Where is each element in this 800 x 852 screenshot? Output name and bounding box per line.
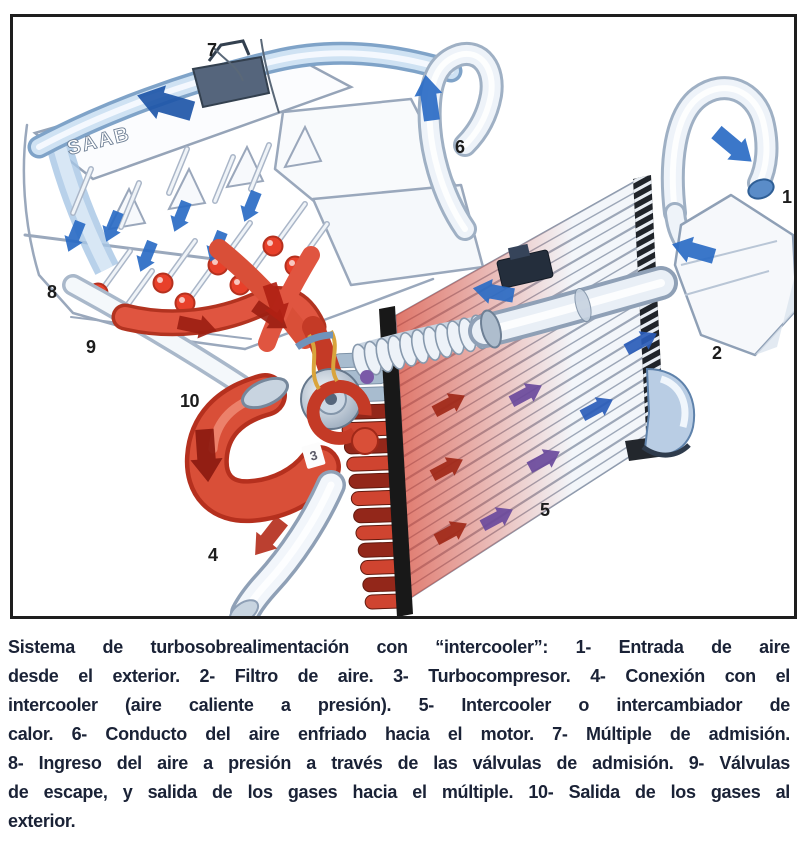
marker-5: 5 <box>540 500 550 520</box>
maf-sensor <box>496 243 554 289</box>
marker-9: 9 <box>86 337 96 357</box>
caption-line: 8- Ingreso del aire a presión a través d… <box>8 753 790 773</box>
pipe4-end <box>228 599 260 616</box>
intake-manifold-pipe <box>27 41 463 159</box>
marker-6: 6 <box>455 137 465 157</box>
pipe-coupler <box>191 39 271 109</box>
marker-1: 1 <box>782 187 792 207</box>
outlet-elbow <box>641 367 696 458</box>
hose-clamp <box>480 309 502 349</box>
caption-line: Sistema de turbosobrealimentación con “i… <box>8 637 790 657</box>
inlet-opening <box>747 178 775 200</box>
intercooler-left-frame <box>379 306 413 616</box>
caption-line: desde el exterior. 2- Filtro de aire. 3-… <box>8 666 790 686</box>
marker-7: 7 <box>207 40 217 60</box>
marker-4: 4 <box>208 545 218 565</box>
figure-svg: SAAB <box>22 38 794 616</box>
air-filter <box>673 193 794 357</box>
caption: Sistema de turbosobrealimentación con “i… <box>8 633 790 836</box>
caption-line: intercooler (aire caliente a presión). 5… <box>8 695 790 715</box>
tube-ring <box>574 287 592 323</box>
turbocharger <box>295 330 379 455</box>
throttle-cable <box>212 38 280 114</box>
caption-line: de escape, y salida de los gases hacia e… <box>8 782 790 802</box>
core-flow-arrows <box>429 331 657 545</box>
marker-8: 8 <box>47 282 57 302</box>
exhaust-manifold <box>111 239 344 390</box>
caption-line: exterior. <box>8 811 76 831</box>
maf-tube <box>468 266 678 348</box>
figure-frame: SAAB <box>10 14 797 619</box>
downpipe-flange <box>241 376 289 410</box>
caption-line: calor. 6- Conducto del aire enfriado hac… <box>8 724 790 744</box>
flow-arrows <box>137 74 752 556</box>
cooled-air-pipe <box>417 42 504 241</box>
marker-2: 2 <box>712 343 722 363</box>
marker-10: 10 <box>180 391 200 411</box>
